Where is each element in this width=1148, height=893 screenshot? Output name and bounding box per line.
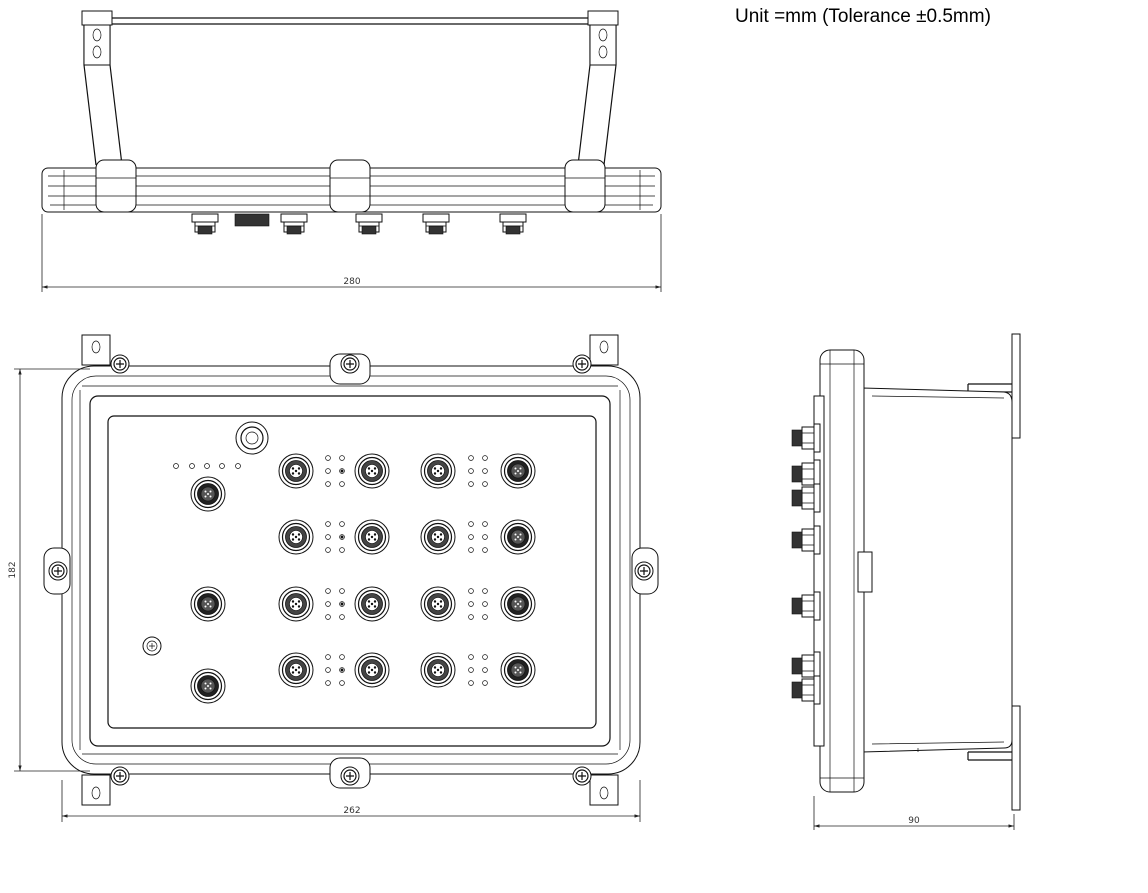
mounting-tabs <box>81 334 619 806</box>
dimension-90: 90 <box>813 796 1015 830</box>
top-view-housing <box>41 159 662 213</box>
top-view: 280 <box>41 10 662 292</box>
dimension-182: 182 <box>8 368 90 772</box>
unit-tolerance-note: Unit =mm (Tolerance ±0.5mm) <box>735 6 991 27</box>
dimension-262: 262 <box>61 780 641 822</box>
dimension-label-90: 90 <box>908 816 920 826</box>
side-view-bracket <box>967 333 1021 811</box>
top-view-connectors <box>191 213 527 235</box>
port-leds <box>325 455 488 686</box>
dimension-label-262: 262 <box>343 806 360 816</box>
side-view-housing <box>813 349 1013 793</box>
left-connectors <box>142 421 269 704</box>
dimension-280: 280 <box>41 214 662 292</box>
dimension-label-182: 182 <box>8 561 18 578</box>
top-view-rail <box>81 10 619 166</box>
dimension-label-280: 280 <box>343 277 360 287</box>
side-view: 90 <box>791 333 1021 830</box>
front-view-housing <box>43 353 659 789</box>
front-view: 262 182 <box>8 334 659 822</box>
